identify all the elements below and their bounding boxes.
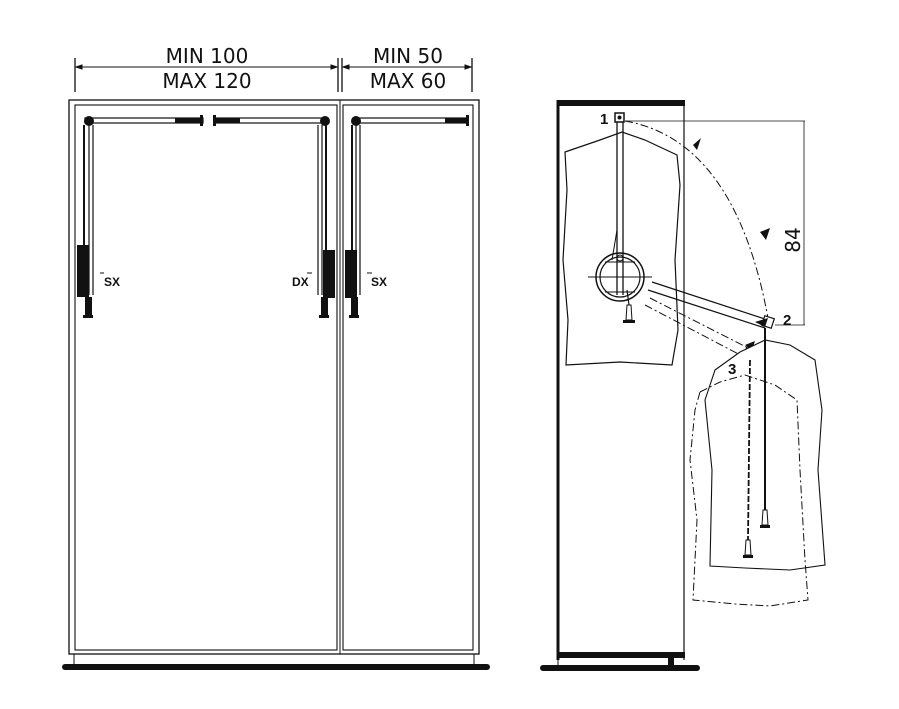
garment-stored [562,131,681,366]
position-2-label: 2 [783,312,791,329]
position-1-label: 1 [600,111,608,128]
dim-wide-max: MAX 120 [162,69,251,93]
lift-mechanism-center-right: SX [345,115,469,318]
side-view: 1 2 3 84 [540,100,826,671]
dim-narrow-max: MAX 60 [370,69,446,93]
dim-narrow-min: MIN 50 [373,44,443,68]
front-view: MIN 100 MAX 120 MIN 50 MAX 60 [62,44,490,670]
lift-mechanism-left: SX [77,115,204,318]
height-dimension-label: 84 [781,227,805,252]
base-plinth [62,664,490,670]
dimension-wide: MIN 100 MAX 120 [74,44,343,93]
dimension-narrow: MIN 50 MAX 60 [341,44,473,93]
dim-wide-min: MIN 100 [166,44,249,68]
garment-position-3 [689,374,809,607]
lift-mechanism-center-left: DX [213,115,335,318]
position-3-label: 3 [728,361,736,378]
label-dx: DX [292,275,309,289]
label-sx-left: SX [104,275,120,289]
cabinet-frame [62,99,490,670]
side-base-plinth [540,665,700,671]
label-sx-right: SX [371,275,387,289]
